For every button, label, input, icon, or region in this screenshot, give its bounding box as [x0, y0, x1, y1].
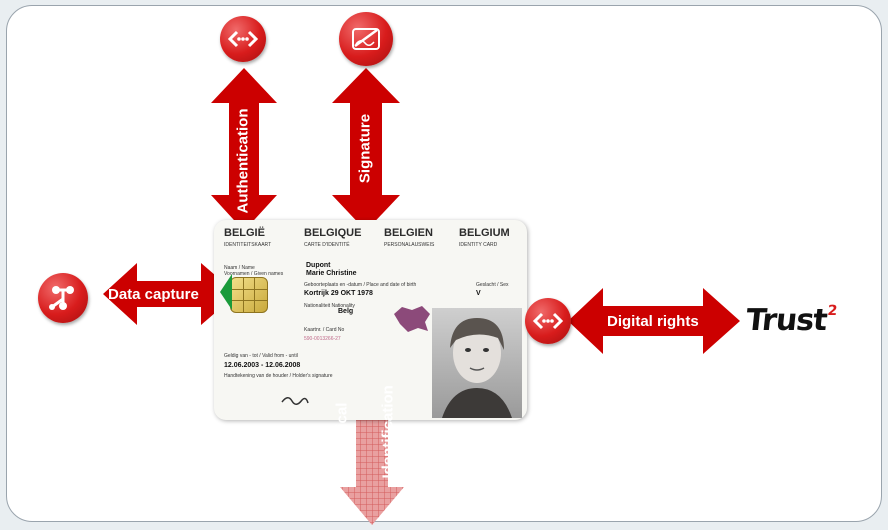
card-header-en: BELGIUM	[459, 227, 510, 239]
card-number-label: Kaartnr. / Card No	[304, 327, 345, 333]
angle-brackets-icon	[227, 30, 259, 48]
sex-value: V	[476, 290, 481, 297]
given-names-value: Marie Christine	[306, 270, 357, 277]
data-capture-label: Data capture	[108, 286, 199, 303]
card-number-value: 590-0013266-27	[304, 336, 341, 342]
birth-label: Geboorteplaats en -datum / Place and dat…	[304, 282, 417, 288]
sex-label: Geslacht / Sex	[476, 282, 509, 288]
digital-rights-arrow	[568, 288, 740, 354]
signature-node	[339, 12, 393, 66]
digital-rights-label: Digital rights	[607, 313, 699, 330]
holder-photo	[432, 308, 522, 418]
belgium-map-icon	[394, 306, 430, 332]
card-header-fr: BELGIQUE	[304, 227, 362, 239]
validity-value: 12.06.2003 - 12.06.2008	[224, 362, 301, 369]
name-label: Naam / Name	[224, 265, 255, 271]
birth-value: Kortrijk 29 OKT 1978	[304, 290, 373, 297]
signature-label: Signature	[356, 113, 374, 184]
data-capture-icon	[49, 286, 74, 310]
nationality-value: Belg	[338, 308, 354, 315]
card-subheader-nl: IDENTITEITSKAART	[224, 242, 272, 248]
smart-card-chip	[230, 277, 268, 313]
physical-label-line2: Identification	[379, 385, 397, 479]
validity-label: Geldig van - tot / Valid from - until	[224, 353, 298, 359]
digital-rights-node	[525, 298, 571, 344]
card-subheader-en: IDENTITY CARD	[459, 242, 498, 248]
angle-brackets-icon	[532, 312, 564, 330]
signature-pen-icon	[352, 28, 380, 50]
card-header-de: BELGIEN	[384, 227, 433, 239]
card-subheader-de: PERSONALAUSWEIS	[384, 242, 435, 248]
given-names-label: Voornamen / Given names	[224, 271, 284, 277]
data-capture-node	[38, 273, 88, 323]
card-green-marker	[220, 274, 232, 310]
signature-arrow	[332, 68, 400, 231]
belgian-id-card: BELGIË BELGIQUE BELGIEN BELGIUM IDENTITE…	[214, 220, 527, 420]
physical-label-line1: Physical	[333, 402, 351, 464]
authentication-node	[220, 16, 266, 62]
signature-field-label: Handtekening van de houder / Holder's si…	[224, 373, 333, 379]
holder-signature	[281, 397, 309, 405]
card-header-nl: BELGIË	[224, 227, 265, 239]
authentication-arrow	[211, 68, 277, 231]
card-subheader-fr: CARTE D'IDENTITÉ	[304, 242, 350, 248]
data-capture-arrow	[103, 263, 237, 325]
authentication-label: Authentication	[234, 108, 252, 214]
surname-value: Dupont	[306, 262, 331, 269]
nationality-label: Nationaliteit Nationality	[304, 303, 355, 309]
trust2-logo: Trust2	[744, 303, 838, 338]
